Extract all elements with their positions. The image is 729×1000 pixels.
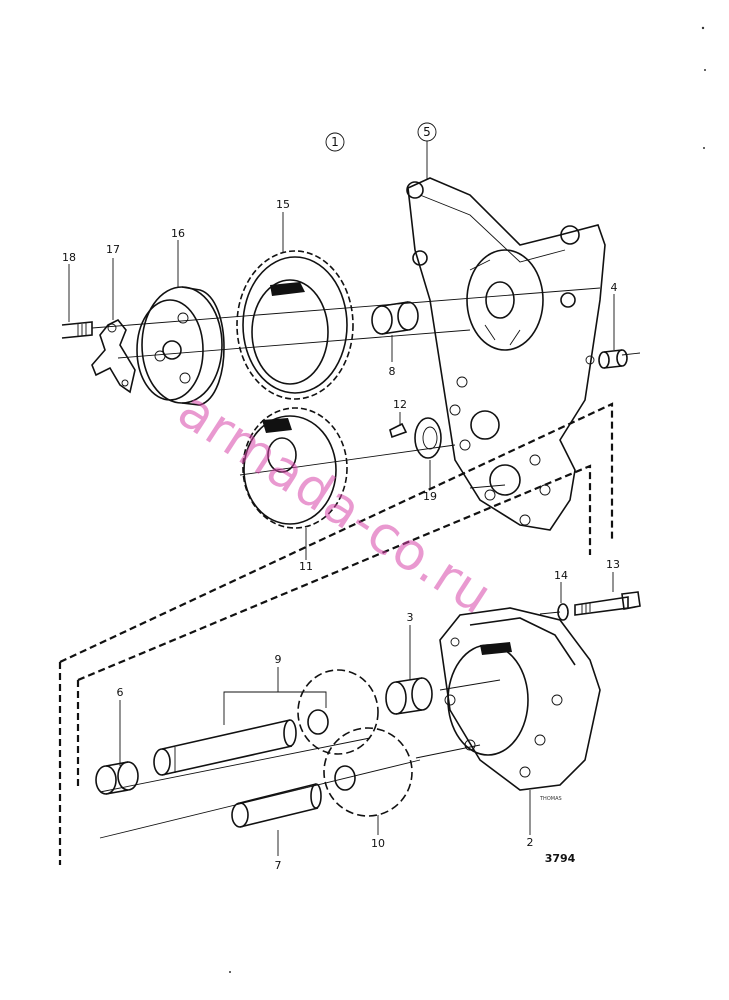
label-14: 14	[554, 569, 568, 582]
bushing-6	[95, 761, 139, 795]
large-timing-gear	[236, 250, 354, 400]
bushing-8	[371, 301, 419, 335]
shaft-7	[231, 783, 322, 828]
label-19: 19	[423, 490, 437, 503]
key-12	[389, 422, 408, 439]
label-17: 17	[106, 243, 120, 256]
pump-housing	[439, 607, 601, 791]
label-2: 2	[527, 836, 534, 849]
label-4: 4	[611, 281, 618, 294]
label-18: 18	[62, 251, 76, 264]
cover-plate-number: 5	[423, 125, 431, 139]
bolt-18	[61, 321, 93, 339]
label-12: 12	[393, 398, 407, 411]
lock-plate	[91, 318, 136, 394]
pump-gear-upper	[297, 669, 379, 755]
washer-19	[414, 417, 442, 459]
label-3: 3	[407, 611, 414, 624]
bushing-3	[385, 677, 433, 715]
label-13: 13	[606, 558, 620, 571]
label-9: 9	[275, 653, 282, 666]
cover-plate	[406, 177, 606, 531]
pulley-hub	[136, 286, 225, 406]
bushing-4	[598, 349, 628, 369]
label-11: 11	[299, 560, 313, 573]
part-labels: 15 16 17 18 4 8 12 19 11 13 14 3 9 6 7 1…	[62, 198, 620, 872]
artist-signature: THOMAS	[539, 796, 562, 802]
circled-label-cover: 5	[417, 122, 437, 142]
dashed-boundary	[58, 402, 614, 865]
label-8: 8	[389, 365, 396, 378]
bolt-13	[574, 591, 641, 616]
pump-shaft-9	[153, 719, 297, 776]
label-16: 16	[171, 227, 185, 240]
assembly-lines	[91, 287, 641, 839]
pump-gear-lower	[323, 727, 413, 817]
leader-lines	[68, 141, 615, 856]
circled-label-group: 1	[325, 132, 345, 152]
label-15: 15	[276, 198, 290, 211]
label-6: 6	[117, 686, 124, 699]
group-number: 1	[331, 135, 339, 149]
intermediate-gear	[242, 407, 348, 529]
scan-specks	[229, 26, 706, 973]
label-7: 7	[275, 859, 282, 872]
label-10: 10	[371, 837, 385, 850]
figure-number: 3794	[545, 852, 576, 865]
